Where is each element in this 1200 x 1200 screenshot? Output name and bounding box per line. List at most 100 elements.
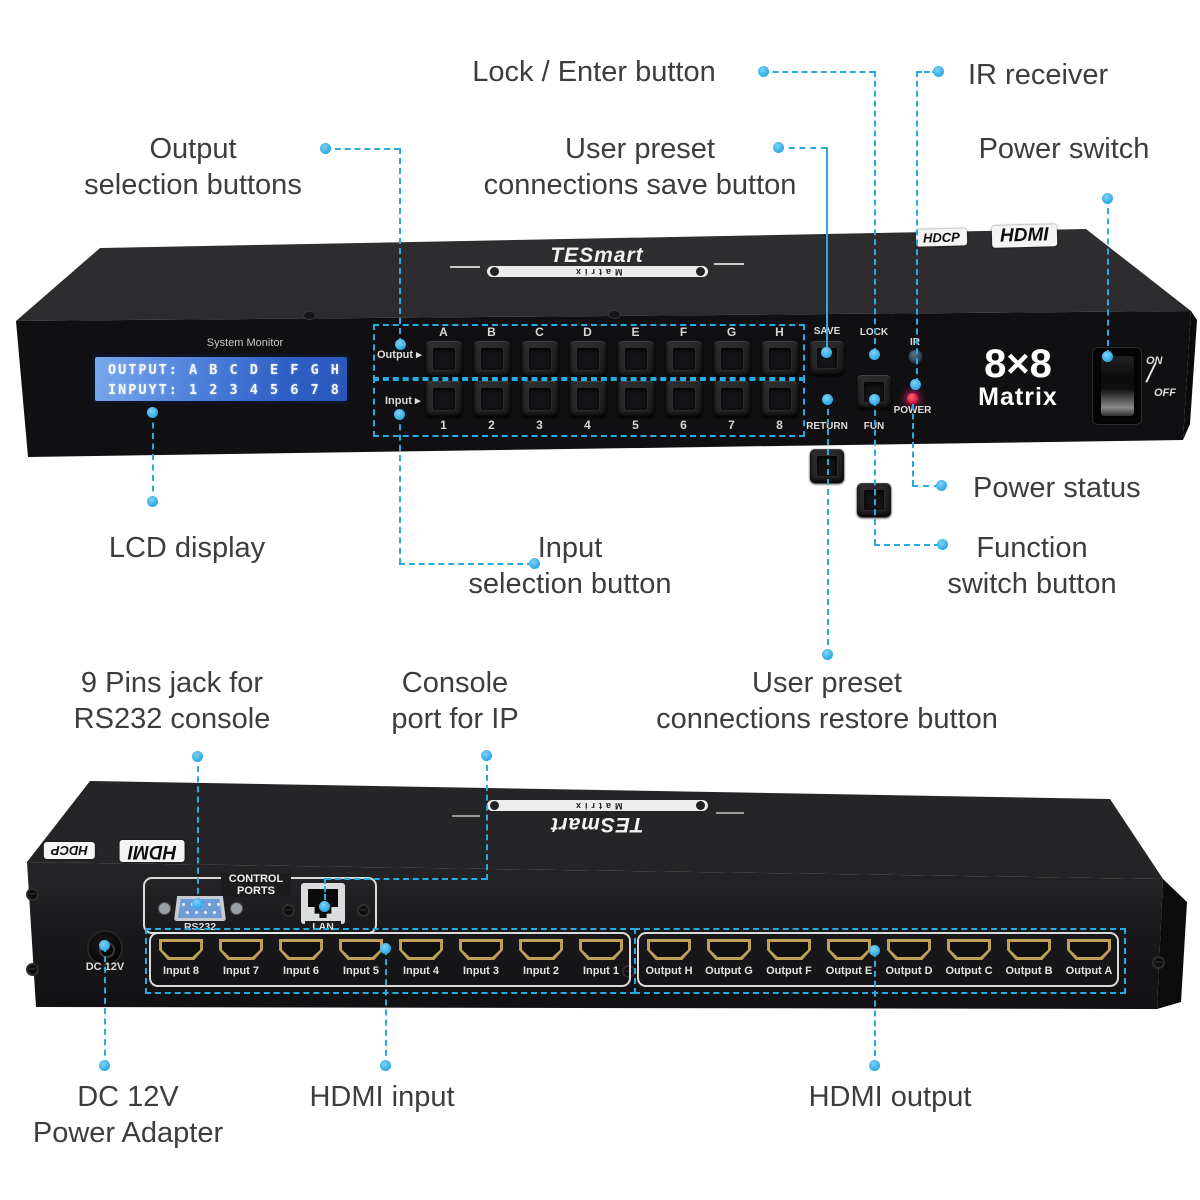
push-button [425, 381, 462, 417]
lan-label: LAN [305, 921, 341, 933]
input-button-number: 1 [440, 418, 447, 432]
input-button-number: 2 [488, 418, 495, 432]
leader-power-switch [1107, 198, 1109, 356]
leader-dot [758, 66, 769, 77]
output-button: B [473, 326, 510, 377]
leader-dot [192, 751, 203, 762]
panel-screw [26, 963, 39, 976]
leader-hdmi-input [385, 949, 387, 1066]
hdmi-output-port: Output C [939, 939, 999, 977]
output-button-letter: H [775, 325, 784, 339]
annotation-save-preset: User preset connections save button [483, 133, 797, 201]
hdmi-output-port: Output B [999, 939, 1059, 977]
hdmi-port-label: Input 4 [402, 965, 440, 977]
output-row-label: Output ▸ [377, 349, 422, 361]
hdmi-output-highlight-box [634, 928, 1126, 994]
leader-dot [192, 898, 203, 909]
leader-input-selection [399, 414, 401, 564]
hdmi-input-group-outline [149, 932, 631, 987]
hdmi-port-label: Input 2 [522, 965, 560, 977]
hdmi-connector-icon [219, 939, 263, 960]
hdmi-input-ports: Input 8 Input 7 Input 6 Input 5 Input 4 … [151, 939, 631, 977]
annotation-lock-enter: Lock / Enter button [472, 56, 716, 88]
hdmi-port-label: Output B [1005, 965, 1053, 977]
hdmi-port-label: Output C [945, 965, 993, 977]
output-button: H [761, 326, 798, 377]
switch-off-label: OFF [1154, 387, 1176, 399]
hdmi-badge-rear: HDMI [120, 840, 185, 862]
lcd-line-output: OUTPUT: A B C D E F G H [108, 362, 341, 378]
leader-dot [395, 339, 406, 350]
hdmi-connector-icon [579, 939, 623, 960]
system-monitor-label: System Monitor [206, 337, 284, 349]
input-buttons-highlight-box [373, 377, 805, 437]
leader-dot [822, 394, 833, 405]
hdmi-badge: HDMI [991, 224, 1057, 248]
annotation-console-port: Console port for IP [391, 667, 519, 735]
leader-dot [99, 1060, 110, 1071]
hdmi-connector-icon [279, 939, 323, 960]
input-button: 4 [569, 381, 606, 432]
model-text: 8×8 Matrix [968, 344, 1068, 411]
input-button: 8 [761, 381, 798, 432]
leader-dot [822, 649, 833, 660]
leader-rs232-jack [197, 756, 199, 904]
db9-pins-bottom [186, 911, 216, 915]
switch-on-label: ON [1146, 355, 1163, 367]
hdmi-port-label: Input 7 [222, 965, 260, 977]
input-button: 1 [425, 381, 462, 432]
db9-thumbscrew [230, 902, 243, 915]
logo-tick [716, 812, 744, 814]
leader-lock-enter [874, 71, 876, 354]
annotation-dc-power: DC 12V Power Adapter [32, 1081, 224, 1149]
push-button [617, 381, 654, 417]
hdcp-badge-rear: HDCP [44, 842, 95, 859]
brand-sub-flipped: Matrix [572, 267, 623, 277]
leader-console-port [324, 878, 326, 908]
input-button-number: 7 [728, 418, 735, 432]
lcd-screen: OUTPUT: A B C D E F G H INPUYT: 1 2 3 4 … [95, 357, 347, 401]
lcd-line-input: INPUYT: 1 2 3 4 5 6 7 8 [108, 382, 341, 398]
input-button: 5 [617, 381, 654, 432]
hdmi-port-label: Output A [1065, 965, 1113, 977]
brand-logo-rear: TESmart [550, 813, 644, 836]
input-button-number: 5 [632, 418, 639, 432]
annotation-power-switch: Power switch [978, 133, 1150, 165]
leader-save-preset [826, 147, 828, 352]
arrow-right-icon: ▸ [416, 349, 422, 361]
hdmi-input-port: Input 4 [391, 939, 451, 977]
ir-label: IR [910, 337, 920, 348]
push-button [665, 381, 702, 417]
leader-save-preset [778, 147, 827, 149]
input-button-number: 3 [536, 418, 543, 432]
push-button [521, 381, 558, 417]
hdmi-port-label: Input 6 [282, 965, 320, 977]
annotation-input-selection: Input selection button [468, 532, 672, 600]
leader-dot [869, 945, 880, 956]
annotation-lcd-display: LCD display [108, 532, 266, 564]
push-button [473, 341, 510, 377]
panel-screw [26, 888, 39, 901]
hdmi-port-label: Output D [885, 965, 933, 977]
hdmi-connector-icon [519, 939, 563, 960]
annotation-function-switch: Function switch button [947, 532, 1117, 600]
hdmi-port-label: Input 3 [462, 965, 500, 977]
hdmi-port-label: Input 5 [342, 965, 380, 977]
panel-screw [282, 904, 295, 917]
annotation-power-status: Power status [973, 472, 1141, 504]
panel-screw [357, 904, 370, 917]
output-button: A [425, 326, 462, 377]
leader-input-selection [399, 563, 533, 565]
leader-lock-enter [763, 71, 875, 73]
hdmi-input-port: Input 5 [331, 939, 391, 977]
hdmi-input-port: Input 8 [151, 939, 211, 977]
hdmi-input-port: Input 6 [271, 939, 331, 977]
leader-dot [1102, 351, 1113, 362]
hdmi-port-label: Output G [705, 965, 753, 977]
output-button-letter: E [631, 325, 640, 339]
leader-ir-receiver [916, 71, 938, 73]
return-label: RETURN [806, 421, 848, 432]
input-selection-buttons: 1 2 3 4 5 6 7 8 [425, 381, 798, 432]
logo-cap [696, 267, 705, 276]
